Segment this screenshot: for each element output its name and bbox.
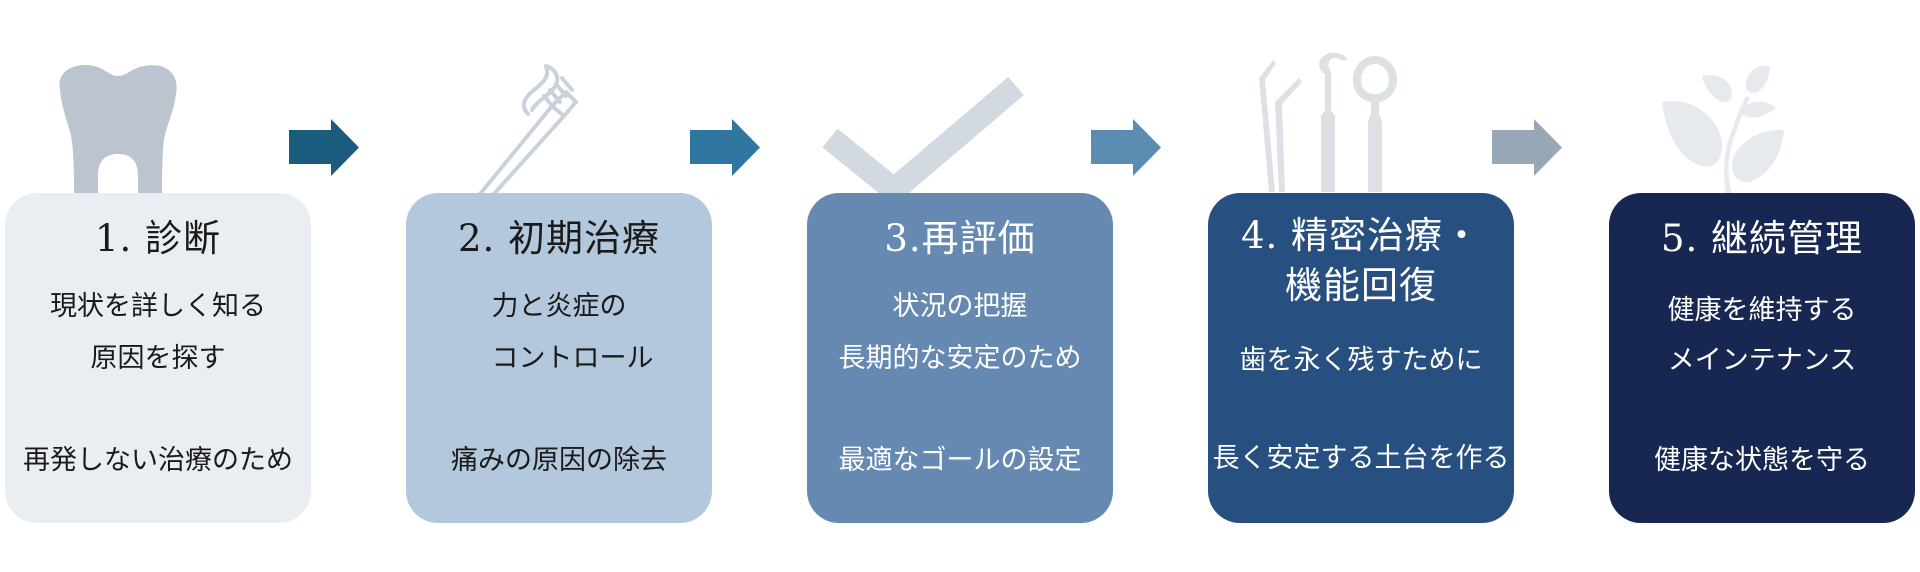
step-footer: 長く安定する土台を作る xyxy=(1212,443,1510,474)
step-description: 原因を探す xyxy=(90,343,226,374)
step-card-precision-treatment: 4. 精密治療・ 機能回復 歯を永く残すために 長く安定する土台を作る xyxy=(1208,193,1514,523)
step-title: 2. 初期治療 xyxy=(457,217,661,260)
step-footer: 健康な状態を守る xyxy=(1654,445,1870,476)
dental-tools-icon xyxy=(1259,52,1397,192)
step-description: 状況の把握 xyxy=(892,291,1028,322)
step-footer: 最適なゴールの設定 xyxy=(838,445,1082,476)
arrow-right-icon xyxy=(1091,119,1161,176)
plant-sprout-icon xyxy=(1662,65,1784,194)
step-card-diagnosis: 1. 診断 現状を詳しく知る 原因を探す 再発しない治療のため xyxy=(5,193,311,523)
step-title: 3.再評価 xyxy=(884,217,1036,260)
step-card-reevaluation: 3.再評価 状況の把握 長期的な安定のため 最適なゴールの設定 xyxy=(807,193,1113,523)
step-card-initial-treatment: 2. 初期治療 力と炎症の コントロール 痛みの原因の除去 xyxy=(406,193,712,523)
step-title: 機能回復 xyxy=(1285,264,1437,307)
step-description: 力と炎症の xyxy=(491,291,627,322)
step-description: 長期的な安定のため xyxy=(838,343,1082,374)
tooth-icon xyxy=(59,65,177,194)
step-description: 現状を詳しく知る xyxy=(50,291,266,322)
step-card-maintenance: 5. 継続管理 健康を維持する メインテナンス 健康な状態を守る xyxy=(1609,193,1915,523)
step-title: 5. 継続管理 xyxy=(1660,217,1864,260)
step-footer: 痛みの原因の除去 xyxy=(451,445,667,476)
arrow-right-icon xyxy=(690,119,760,176)
step-title: 1. 診断 xyxy=(94,217,222,260)
step-footer: 再発しない治療のため xyxy=(23,445,293,476)
arrow-right-icon xyxy=(1492,119,1562,176)
checkmark-icon xyxy=(822,76,1024,194)
step-description: 健康を維持する xyxy=(1667,295,1857,326)
step-description: 歯を永く残すために xyxy=(1239,345,1483,376)
step-description: メインテナンス xyxy=(1667,345,1857,376)
arrow-right-icon xyxy=(289,119,359,176)
step-description: コントロール xyxy=(464,343,654,374)
step-title: 4. 精密治療・ xyxy=(1240,214,1482,257)
toothbrush-icon xyxy=(478,64,578,194)
